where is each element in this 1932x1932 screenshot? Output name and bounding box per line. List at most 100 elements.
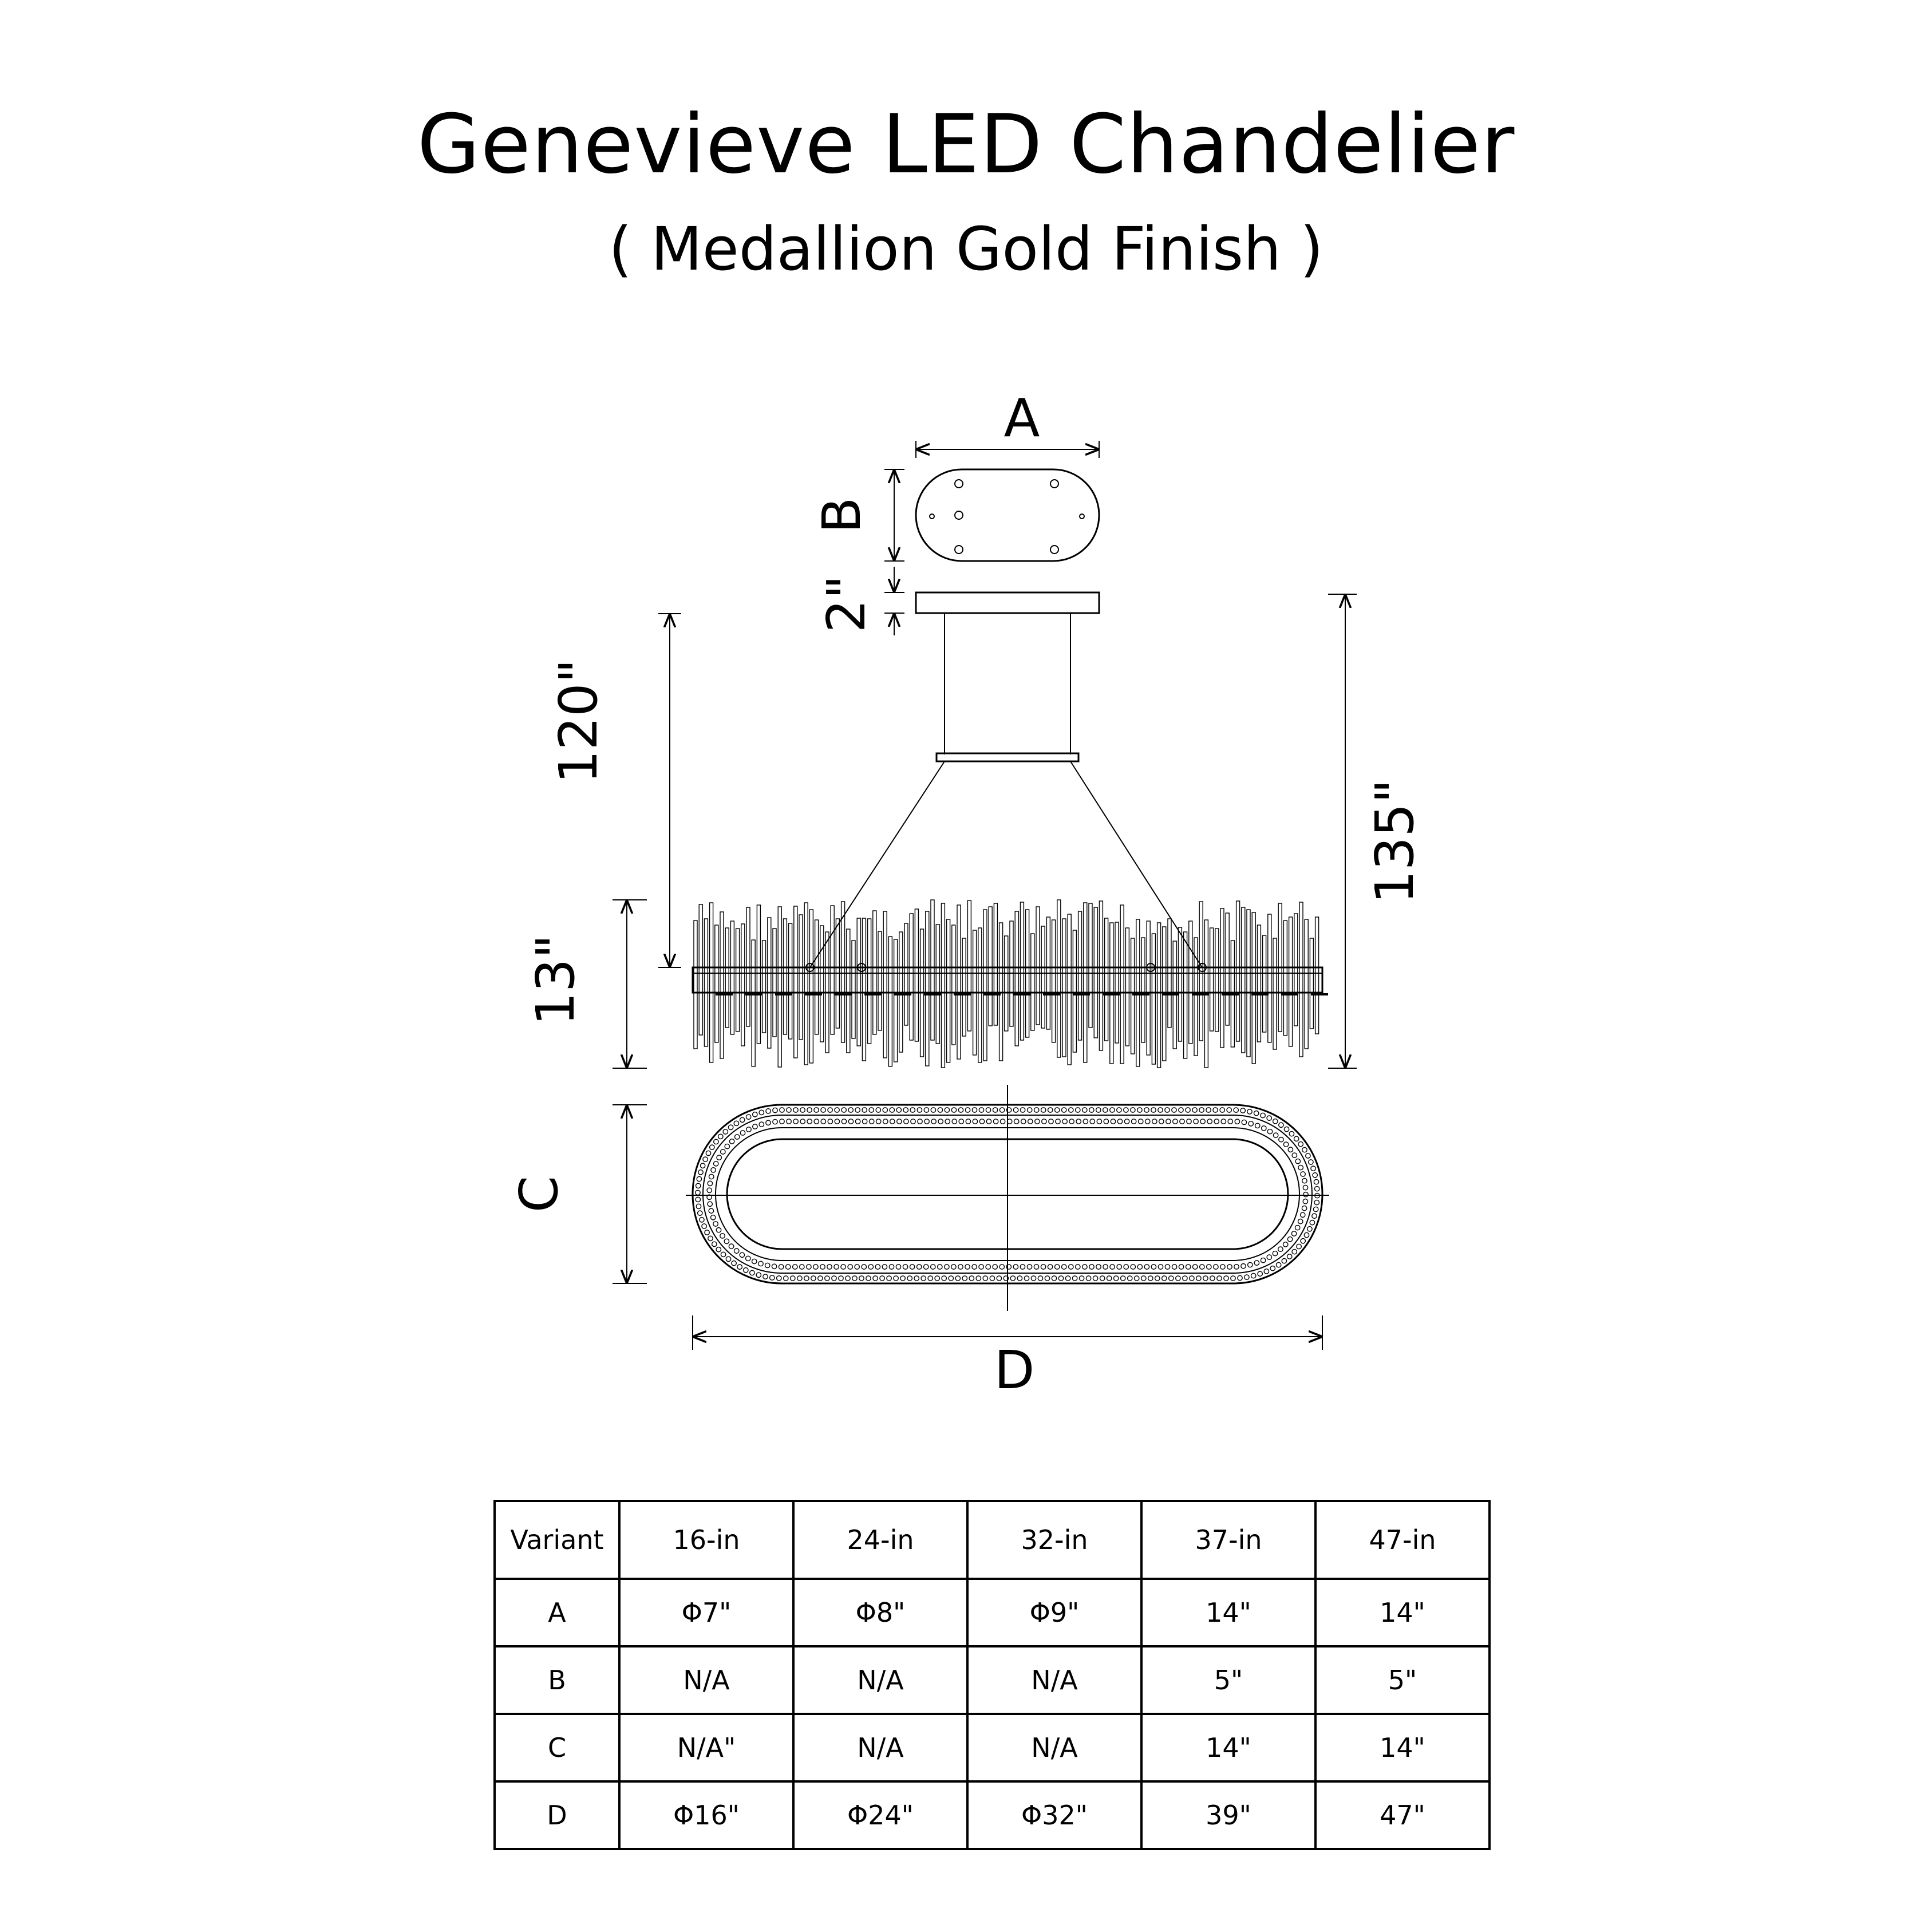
crystal-bead <box>923 1264 929 1270</box>
crystal-rod <box>820 925 824 1042</box>
crystal-bead <box>1240 1108 1246 1113</box>
crystal-bead <box>1164 1107 1170 1113</box>
crystal-bead <box>706 1187 713 1194</box>
crystal-bead <box>1214 1119 1220 1124</box>
crystal-bead <box>1068 1264 1074 1270</box>
crystal-bead <box>886 1275 892 1281</box>
crystal-bead <box>765 1120 771 1126</box>
fixture-bottom-view <box>686 1085 1329 1311</box>
crystal-bead <box>999 1264 1005 1270</box>
crystal-bead <box>813 1264 819 1270</box>
mounting-hole <box>954 545 963 554</box>
crystal-bead <box>707 1180 713 1187</box>
crystal-bead <box>698 1169 704 1175</box>
crystal-rod <box>1251 912 1256 1064</box>
crystal-bead <box>1020 1107 1026 1113</box>
crystal-bead <box>779 1119 785 1124</box>
crystal-rod <box>1294 913 1298 1026</box>
crystal-bead <box>868 1119 875 1124</box>
crystal-bead <box>1151 1107 1156 1113</box>
crystal-bead <box>854 1264 860 1270</box>
crystal-bead <box>1202 1275 1208 1281</box>
crystal-rod <box>1257 924 1262 1042</box>
crystal-bead <box>879 1275 886 1281</box>
crystal-bead <box>848 1107 854 1113</box>
crystal-bead <box>951 1107 957 1113</box>
crystal-bead <box>927 1275 934 1281</box>
table-header-cell: 37-in <box>1140 1500 1317 1580</box>
crystal-bead <box>1293 1136 1299 1142</box>
crystal-bead <box>958 1119 965 1124</box>
crystal-bead <box>1273 1132 1279 1139</box>
crystal-bead <box>1088 1107 1095 1113</box>
table-cell: N/A <box>792 1645 969 1715</box>
crystal-bead <box>1226 1107 1232 1113</box>
crystal-bead <box>1095 1107 1101 1113</box>
crystal-bead <box>1154 1275 1160 1281</box>
crystal-bead <box>1219 1107 1226 1113</box>
crystal-rod <box>693 920 698 1049</box>
crystal-bead <box>916 1264 922 1270</box>
crystal-bead <box>1144 1107 1149 1113</box>
table-cell: 39" <box>1140 1780 1317 1850</box>
dimension-canopy-height: 2" <box>816 567 904 635</box>
crystal-bead <box>779 1107 785 1113</box>
crystal-bead <box>931 1119 937 1124</box>
crystal-bead <box>914 1275 920 1281</box>
crystal-bead <box>1027 1119 1033 1124</box>
crystal-bead <box>1137 1264 1143 1270</box>
crystal-bead <box>848 1119 854 1124</box>
crystal-rod <box>709 902 714 1063</box>
crystal-bead <box>1171 1107 1177 1113</box>
crystal-rod <box>1104 918 1109 1041</box>
crystal-rod <box>1215 928 1219 1032</box>
crystal-bead <box>840 1264 847 1270</box>
crystal-bead <box>1051 1275 1057 1281</box>
crystal-bead <box>696 1203 702 1210</box>
crystal-bead <box>934 1275 941 1281</box>
crystal-bead <box>1234 1263 1239 1270</box>
crystal-bead <box>1144 1264 1150 1270</box>
crystal-bead <box>1054 1107 1060 1113</box>
crystal-bead <box>1041 1119 1047 1124</box>
crystal-bead <box>1144 1119 1151 1124</box>
crystal-rod <box>957 904 961 1060</box>
crystal-bead <box>1291 1152 1298 1159</box>
crystal-rod <box>793 906 798 1058</box>
crystal-bead <box>1309 1219 1315 1226</box>
crystal-bead <box>965 1107 971 1113</box>
crystal-bead <box>847 1264 854 1270</box>
crystal-bead <box>1185 1107 1191 1113</box>
crystal-bead <box>1044 1275 1050 1281</box>
crystal-bead <box>762 1274 768 1280</box>
crystal-bead <box>1092 1275 1099 1281</box>
crystal-rod <box>1314 916 1319 1034</box>
crystal-bead <box>720 1149 726 1155</box>
crystal-bead <box>916 1107 923 1113</box>
crystal-bead <box>1010 1275 1016 1281</box>
crystal-bead <box>1179 1119 1185 1124</box>
crystal-rod <box>867 918 872 1044</box>
cable-clamp <box>1198 963 1207 972</box>
crystal-bead <box>1164 1264 1171 1270</box>
crystal-rod <box>930 899 935 1041</box>
table-cell: 5" <box>1140 1645 1317 1715</box>
crystal-bead <box>717 1133 724 1140</box>
crystal-bead <box>1313 1206 1319 1212</box>
crystal-bead <box>978 1264 985 1270</box>
crystal-rod <box>741 923 745 1046</box>
crystal-rod <box>814 919 819 1035</box>
table-cell: Φ7" <box>618 1578 795 1647</box>
suspension-stem <box>809 623 1203 968</box>
crystal-bead <box>1175 1275 1181 1281</box>
crystal-rod <box>1156 922 1161 1068</box>
crystal-bead <box>1040 1107 1046 1113</box>
crystal-bead <box>834 1119 840 1124</box>
canopy-height-label: 2" <box>816 575 877 633</box>
crystal-rod <box>1125 927 1130 1046</box>
crystal-bead <box>733 1248 740 1254</box>
crystal-rod <box>941 903 946 1068</box>
mounting-hole <box>954 479 963 488</box>
crystal-bead <box>811 1275 816 1281</box>
crystal-bead <box>945 1119 951 1124</box>
